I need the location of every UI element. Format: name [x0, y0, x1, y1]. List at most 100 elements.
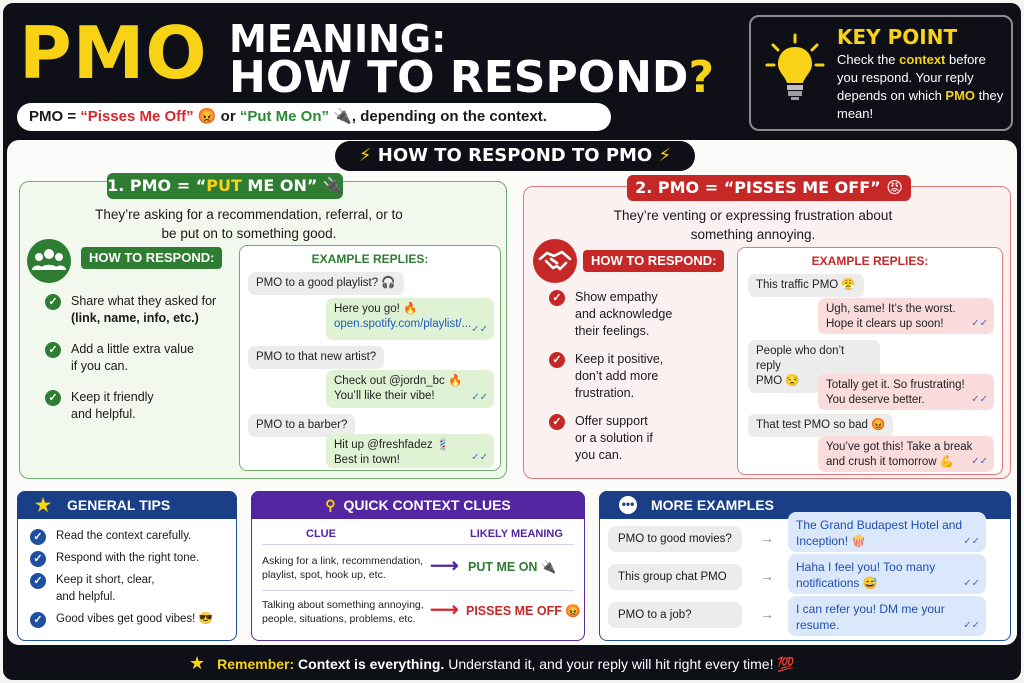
general-tips-header: ★ GENERAL TIPS: [17, 491, 237, 519]
outgoing-message: Hit up @freshfadez 💈Best in town!✓✓: [326, 434, 494, 468]
spark-icon: ⚡: [358, 145, 372, 166]
arrow-right-icon: →: [760, 606, 774, 622]
more-examples-card: •••MORE EXAMPLES PMO to good movies? → T…: [599, 491, 1011, 641]
def-suffix: , depending on the context.: [351, 108, 547, 125]
spotify-link[interactable]: open.spotify.com/playlist/...: [334, 318, 472, 330]
read-ticks-icon: ✓✓: [971, 394, 988, 405]
clue-divider: [262, 590, 574, 591]
meaning-put-me-on: PUT ME ON 🔌: [468, 560, 557, 574]
message-text: Totally get it. So frustrating!: [826, 379, 965, 391]
bullet-item: ✓Share what they asked for(link, name, i…: [45, 293, 235, 327]
bullet-text: Show empathy: [575, 290, 658, 304]
message-text: Check out @jordn_bc 🔥: [334, 375, 463, 387]
kp-text-2: before you respond. Your reply depends o…: [837, 52, 986, 103]
def-prefix: PMO =: [29, 108, 81, 125]
incoming-message: PMO to a good playlist? 🎧: [248, 272, 404, 295]
bullet-text: Keep it friendly: [71, 390, 154, 404]
star-icon: ★: [35, 495, 52, 515]
bullet-text-bold: (link, name, info, etc.): [71, 311, 199, 325]
outgoing-message: Here you go! 🔥open.spotify.com/playlist/…: [326, 298, 494, 340]
footer-rest: Understand it, and your reply will hit r…: [444, 656, 795, 672]
check-icon: ✓: [549, 352, 565, 368]
incoming-message: This traffic PMO 😤: [748, 274, 864, 297]
title-line-1: MEANING:: [229, 17, 447, 61]
section-title: ⚡ HOW TO RESPOND TO PMO ⚡: [335, 141, 695, 171]
bullet-text: or a solution if: [575, 431, 653, 445]
bullet-text: their feelings.: [575, 324, 650, 338]
message-text: You’ll like their vibe!: [334, 390, 435, 402]
arrow-right-icon: →: [760, 530, 774, 546]
more-examples-title: MORE EXAMPLES: [651, 497, 774, 513]
pill-part-b: PUT: [206, 176, 242, 195]
meaning-pisses-me-off: PISSES ME OFF 😡: [466, 604, 581, 618]
clue-divider: [262, 544, 574, 545]
example-answer: Haha I feel you! Too many notifications …: [788, 554, 986, 594]
clue-text-2: Talking about something annoying, people…: [262, 599, 424, 625]
footer-remember: Remember:: [217, 656, 295, 672]
example-answer: The Grand Budapest Hotel and Inception! …: [788, 512, 986, 552]
incoming-message: PMO to that new artist?: [248, 346, 385, 369]
definition-bar: PMO = “Pisses Me Off” 😡 or “Put Me On” 🔌…: [17, 103, 611, 131]
spark-icon: ⚡: [658, 145, 672, 166]
read-ticks-icon: ✓✓: [471, 392, 488, 403]
pisses-me-off-lead: They’re venting or expressing frustratio…: [613, 208, 893, 242]
message-text: Hit up @freshfadez 💈: [334, 439, 451, 451]
arrow-right-icon: →: [760, 568, 774, 584]
quick-clues-title: QUICK CONTEXT CLUES: [343, 497, 511, 513]
chat-bubble-icon: •••: [619, 496, 637, 514]
key-point-text: Check the context before you respond. Yo…: [837, 51, 1007, 123]
read-ticks-icon: ✓✓: [963, 620, 980, 631]
outgoing-message: Ugh, same! It’s the worst.Hope it clears…: [818, 298, 994, 334]
bullet-text: Share what they asked for: [71, 294, 217, 308]
outgoing-message: Check out @jordn_bc 🔥 You’ll like their v…: [326, 370, 494, 408]
bullet-text: if you can.: [71, 359, 128, 373]
read-ticks-icon: ✓✓: [963, 578, 980, 589]
tip-text: Good vibes get good vibes! 😎: [56, 613, 213, 625]
def-meaning-2: “Put Me On”: [239, 108, 330, 125]
tip-item: ✓Keep it short, clear,and helpful.: [30, 572, 230, 606]
general-tips-title: GENERAL TIPS: [67, 497, 171, 513]
read-ticks-icon: ✓✓: [971, 456, 988, 467]
message-text: Hope it clears up soon!: [826, 318, 944, 330]
check-icon: ✓: [30, 612, 46, 628]
answer-text: The Grand Budapest Hotel and Inception! …: [796, 518, 963, 548]
bullet-text: don’t add more: [575, 369, 659, 383]
kp-pmo: PMO: [945, 88, 976, 103]
read-ticks-icon: ✓✓: [963, 536, 980, 547]
title-text: HOW TO RESPOND: [229, 52, 689, 103]
bullet-text: Add a little extra value: [71, 342, 194, 356]
section-title-text: HOW TO RESPOND TO PMO: [377, 145, 653, 166]
title-line-2: HOW TO RESPOND?: [229, 55, 714, 101]
arrow-right-icon: ⟶: [430, 599, 459, 621]
read-ticks-icon: ✓✓: [471, 324, 488, 335]
message-text: You deserve better.: [826, 394, 925, 406]
incoming-message: PMO to a barber?: [248, 414, 356, 437]
example-question: PMO to a job?: [608, 602, 742, 628]
message-text: You’ve got this! Take a break: [826, 441, 973, 453]
bullet-text: Offer support: [575, 414, 648, 428]
tip-text: Respond with the right tone.: [56, 552, 200, 564]
footer-banner: ★Remember: Context is everything. Unders…: [17, 649, 1011, 677]
arrow-right-icon: ⟶: [430, 555, 459, 577]
handshake-icon: [533, 239, 577, 283]
bullet-text: and helpful.: [71, 407, 136, 421]
check-icon: ✓: [45, 342, 61, 358]
angry-face-icon: 😡: [197, 108, 217, 125]
check-icon: ✓: [549, 290, 565, 306]
pill-part-c: ME ON” 🔌: [241, 176, 343, 195]
tip-item: ✓ Good vibes get good vibes! 😎: [30, 611, 230, 628]
message-text: PMO 😒: [756, 375, 800, 387]
infographic-frame: PMO MEANING: HOW TO RESPOND? PMO = “Piss…: [3, 3, 1021, 680]
examples-title: EXAMPLE REPLIES:: [811, 254, 929, 268]
bullet-text: and acknowledge: [575, 307, 673, 321]
quick-clues-header: ⚲QUICK CONTEXT CLUES: [251, 491, 585, 519]
tip-text: Keep it short, clear,: [56, 574, 155, 586]
title-question-mark: ?: [688, 52, 714, 103]
tips-list: ✓Read the context carefully. ✓Respond wi…: [30, 528, 230, 628]
examples-title: EXAMPLE REPLIES:: [311, 252, 429, 266]
tip-text: and helpful.: [56, 591, 116, 603]
kp-context: context: [899, 52, 946, 67]
check-icon: ✓: [30, 551, 46, 567]
